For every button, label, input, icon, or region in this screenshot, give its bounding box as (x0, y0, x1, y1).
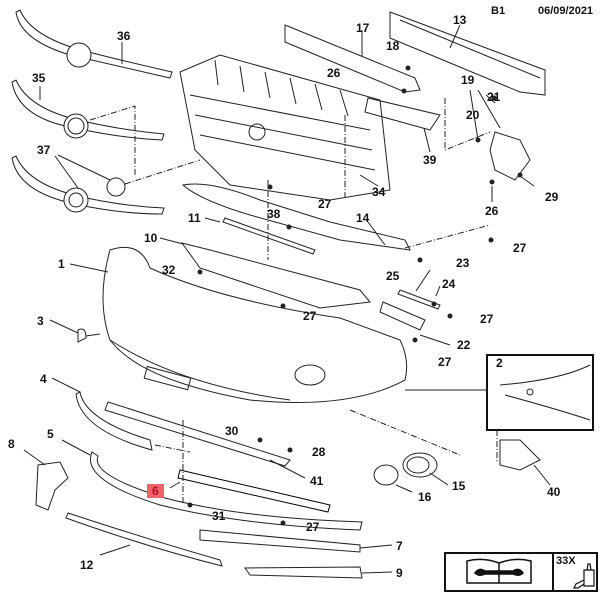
label-part-37[interactable]: 37 (37, 143, 51, 157)
label-part-41[interactable]: 41 (310, 474, 324, 488)
part-4-lower-grille-left[interactable] (76, 392, 152, 450)
part-11-seal-strip[interactable] (223, 218, 315, 254)
part-10-undertray[interactable] (182, 243, 370, 308)
label-part-11[interactable]: 11 (188, 211, 201, 225)
adhesive-tube-icon (570, 562, 600, 590)
label-part-13[interactable]: 13 (453, 13, 467, 27)
label-part-14[interactable]: 14 (356, 211, 370, 225)
label-part-22[interactable]: 22 (457, 338, 471, 352)
label-part-23[interactable]: 23 (456, 256, 470, 270)
part-9-lip-spoiler[interactable] (245, 567, 362, 578)
part-40-reflector[interactable] (500, 440, 540, 470)
label-part-40[interactable]: 40 (547, 485, 561, 499)
part-3-tow-eye-cover[interactable] (78, 329, 86, 342)
part-7-lower-trim-strip[interactable] (200, 530, 360, 552)
label-part-27-upper[interactable]: 27 (318, 197, 332, 211)
label-part-34[interactable]: 34 (372, 185, 386, 199)
part-36-grille-trim[interactable] (16, 10, 172, 78)
diagram-date: 06/09/2021 (538, 5, 594, 17)
label-part-36[interactable]: 36 (117, 29, 131, 43)
part-16-fog-lamp-ring[interactable] (374, 465, 398, 485)
label-part-17[interactable]: 17 (356, 21, 370, 35)
part-13-upper-crossmember[interactable] (390, 12, 545, 95)
part-17-grille-bracket[interactable] (285, 25, 420, 92)
label-part-4[interactable]: 4 (40, 372, 47, 386)
label-part-29[interactable]: 29 (545, 190, 559, 204)
part-22-guide-bracket[interactable] (380, 302, 425, 330)
label-part-27-bracket[interactable]: 27 (480, 312, 494, 326)
label-part-7[interactable]: 7 (396, 539, 403, 553)
part-5-bumper-lower-trim[interactable] (90, 452, 362, 530)
label-part-31[interactable]: 31 (212, 509, 226, 523)
part-34-radiator-grille[interactable] (180, 55, 390, 200)
label-part-27-mid[interactable]: 27 (303, 309, 317, 323)
label-part-6-highlighted[interactable]: 6 (147, 484, 164, 498)
part-15-fog-lamp-bezel[interactable] (403, 453, 437, 477)
label-part-15[interactable]: 15 (452, 479, 466, 493)
part-23-guide-strip[interactable] (398, 290, 440, 309)
label-part-24[interactable]: 24 (442, 277, 456, 291)
label-part-27-lower-bracket[interactable]: 27 (438, 355, 452, 369)
label-part-39[interactable]: 39 (423, 153, 437, 167)
part-8-corner-trim[interactable] (36, 462, 68, 510)
label-part-25[interactable]: 25 (386, 269, 400, 283)
legend-box: 33X (444, 552, 598, 592)
fastener-screws (188, 66, 522, 525)
label-part-21[interactable]: 21 (487, 90, 501, 104)
label-part-16[interactable]: 16 (418, 490, 432, 504)
label-part-9[interactable]: 9 (396, 566, 403, 580)
part-14-energy-absorber[interactable] (183, 184, 410, 250)
label-part-26-right[interactable]: 26 (485, 204, 499, 218)
part-37-grille-trim-with-emblem[interactable] (12, 156, 164, 214)
label-part-35[interactable]: 35 (32, 71, 46, 85)
label-part-3[interactable]: 3 (37, 314, 44, 328)
label-part-30[interactable]: 30 (225, 424, 239, 438)
part-41-lower-grille[interactable] (105, 402, 290, 466)
section-code: B1 (491, 5, 506, 17)
label-part-8[interactable]: 8 (8, 437, 15, 451)
part-6-lower-grille-center[interactable] (178, 470, 330, 512)
label-part-19[interactable]: 19 (461, 73, 475, 87)
label-part-27-bottom[interactable]: 27 (306, 520, 320, 534)
detail-inset-2 (487, 355, 593, 430)
label-part-20[interactable]: 20 (466, 108, 480, 122)
label-part-2[interactable]: 2 (496, 356, 503, 370)
label-part-10[interactable]: 10 (144, 231, 158, 245)
repair-manual-icon (446, 554, 554, 590)
legend-code: 33X (556, 555, 576, 567)
label-part-28[interactable]: 28 (312, 445, 326, 459)
part-19-side-bracket[interactable] (490, 132, 530, 180)
label-part-1[interactable]: 1 (58, 257, 65, 271)
label-part-12[interactable]: 12 (80, 558, 94, 572)
label-part-18[interactable]: 18 (386, 39, 400, 53)
label-part-26-top[interactable]: 26 (327, 66, 341, 80)
label-part-32[interactable]: 32 (162, 263, 176, 277)
part-1-front-bumper[interactable] (103, 247, 407, 402)
label-part-27-right[interactable]: 27 (513, 241, 527, 255)
label-part-38[interactable]: 38 (267, 207, 281, 221)
part-39-grille-deflector[interactable] (365, 98, 440, 130)
part-12-splitter[interactable] (66, 513, 222, 566)
part-35-grille-trim-with-badge[interactable] (12, 80, 164, 140)
label-part-5[interactable]: 5 (47, 427, 54, 441)
